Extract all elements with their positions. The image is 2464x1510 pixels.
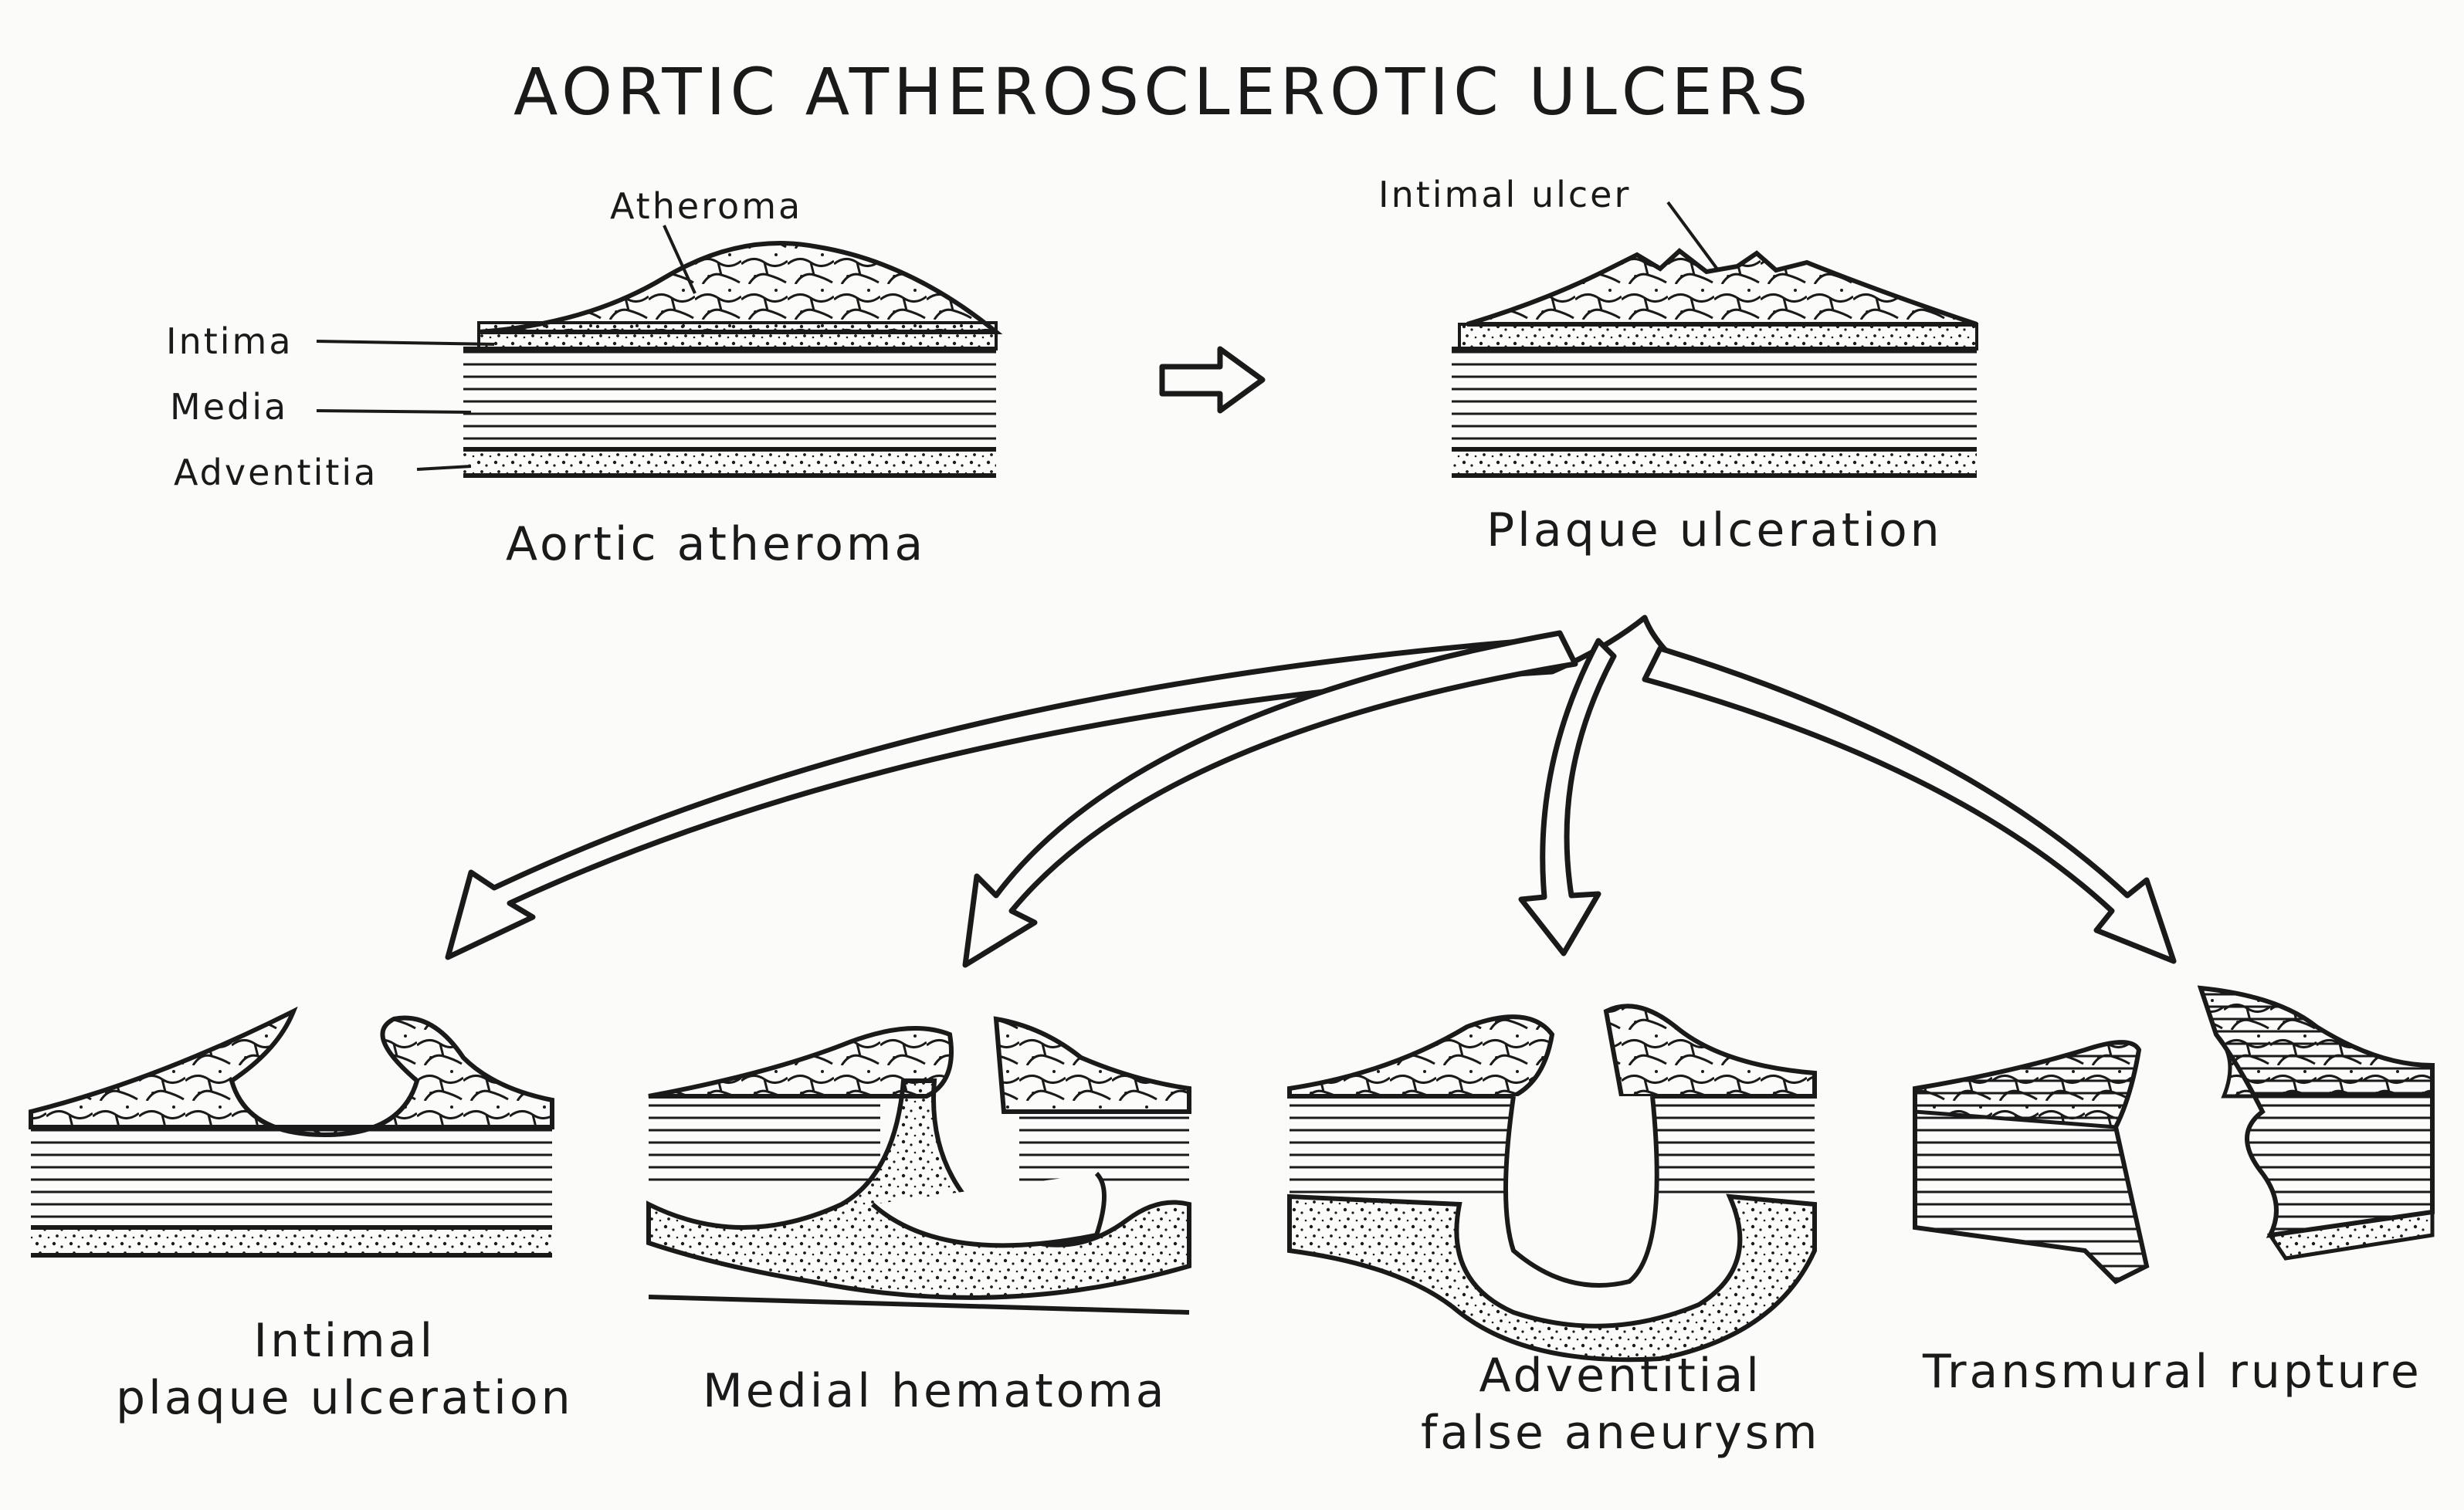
outcome-caption-intimal-line2: plaque ulceration: [116, 1371, 574, 1425]
media-leader: [316, 409, 472, 414]
adventitia-label: Adventitia: [174, 452, 378, 493]
plaque-ulceration-caption: Plaque ulceration: [1486, 503, 1943, 557]
outcome-adventitial-illustration: [1287, 1004, 1817, 1363]
media-layer-2: [1452, 349, 1977, 449]
adventitia-layer: [463, 449, 996, 476]
aortic-atheroma-caption: Aortic atheroma: [506, 517, 927, 571]
aortic-atheroma-illustration: [316, 225, 1003, 478]
outcome-intimal-illustration: [29, 1006, 554, 1258]
outcome-caption-intimal-line1: Intimal: [253, 1314, 436, 1368]
outcome-caption-adventitial-line1: Adventitial: [1479, 1349, 1762, 1403]
intimal-ulcer-leader: [1666, 201, 1720, 272]
intimal-ulcer-label: Intimal ulcer: [1378, 174, 1632, 215]
atheroma-plaque: [478, 241, 1003, 334]
outcome-caption-transmural: Transmural rupture: [1923, 1343, 2422, 1400]
outcome-medial-illustration: [646, 1016, 1191, 1315]
outcome-caption-adventitial: Adventitial false aneurysm: [1421, 1347, 1820, 1461]
atheroma-leader: [663, 225, 696, 294]
arrow-to-transmural: [1642, 645, 2177, 964]
medial-hematoma-pocket: [646, 1078, 1191, 1300]
progression-arrow: [1159, 346, 1266, 414]
ulcerated-plaque: [1466, 248, 1978, 327]
adventitia-leader: [416, 465, 472, 471]
false-aneurysm-sac: [1287, 1193, 1817, 1363]
outcome-caption-intimal: Intimal plaque ulceration: [116, 1312, 574, 1427]
outcome-transmural-illustration: [1913, 985, 2435, 1285]
branch-arrows: [445, 614, 2177, 968]
outcome-caption-transmural-line1: Transmural rupture: [1923, 1345, 2422, 1399]
intima-layer: [477, 321, 998, 350]
arrow-to-medial: [962, 630, 1578, 968]
plaque-ulceration-illustration: [1452, 201, 1978, 478]
outcome-caption-medial: Medial hematoma: [703, 1363, 1168, 1420]
media-layer: [463, 349, 996, 449]
media-label: Media: [170, 386, 289, 428]
diagram-title: AORTIC ATHEROSCLEROTIC ULCERS: [513, 54, 1813, 130]
intima-leader: [316, 340, 495, 346]
arrow-to-adventitial: [1518, 638, 1617, 956]
outcome-caption-adventitial-line2: false aneurysm: [1421, 1406, 1821, 1460]
outcome-caption-medial-line1: Medial hematoma: [703, 1364, 1168, 1418]
intima-label: Intima: [166, 320, 293, 362]
atheroma-label: Atheroma: [610, 185, 803, 227]
